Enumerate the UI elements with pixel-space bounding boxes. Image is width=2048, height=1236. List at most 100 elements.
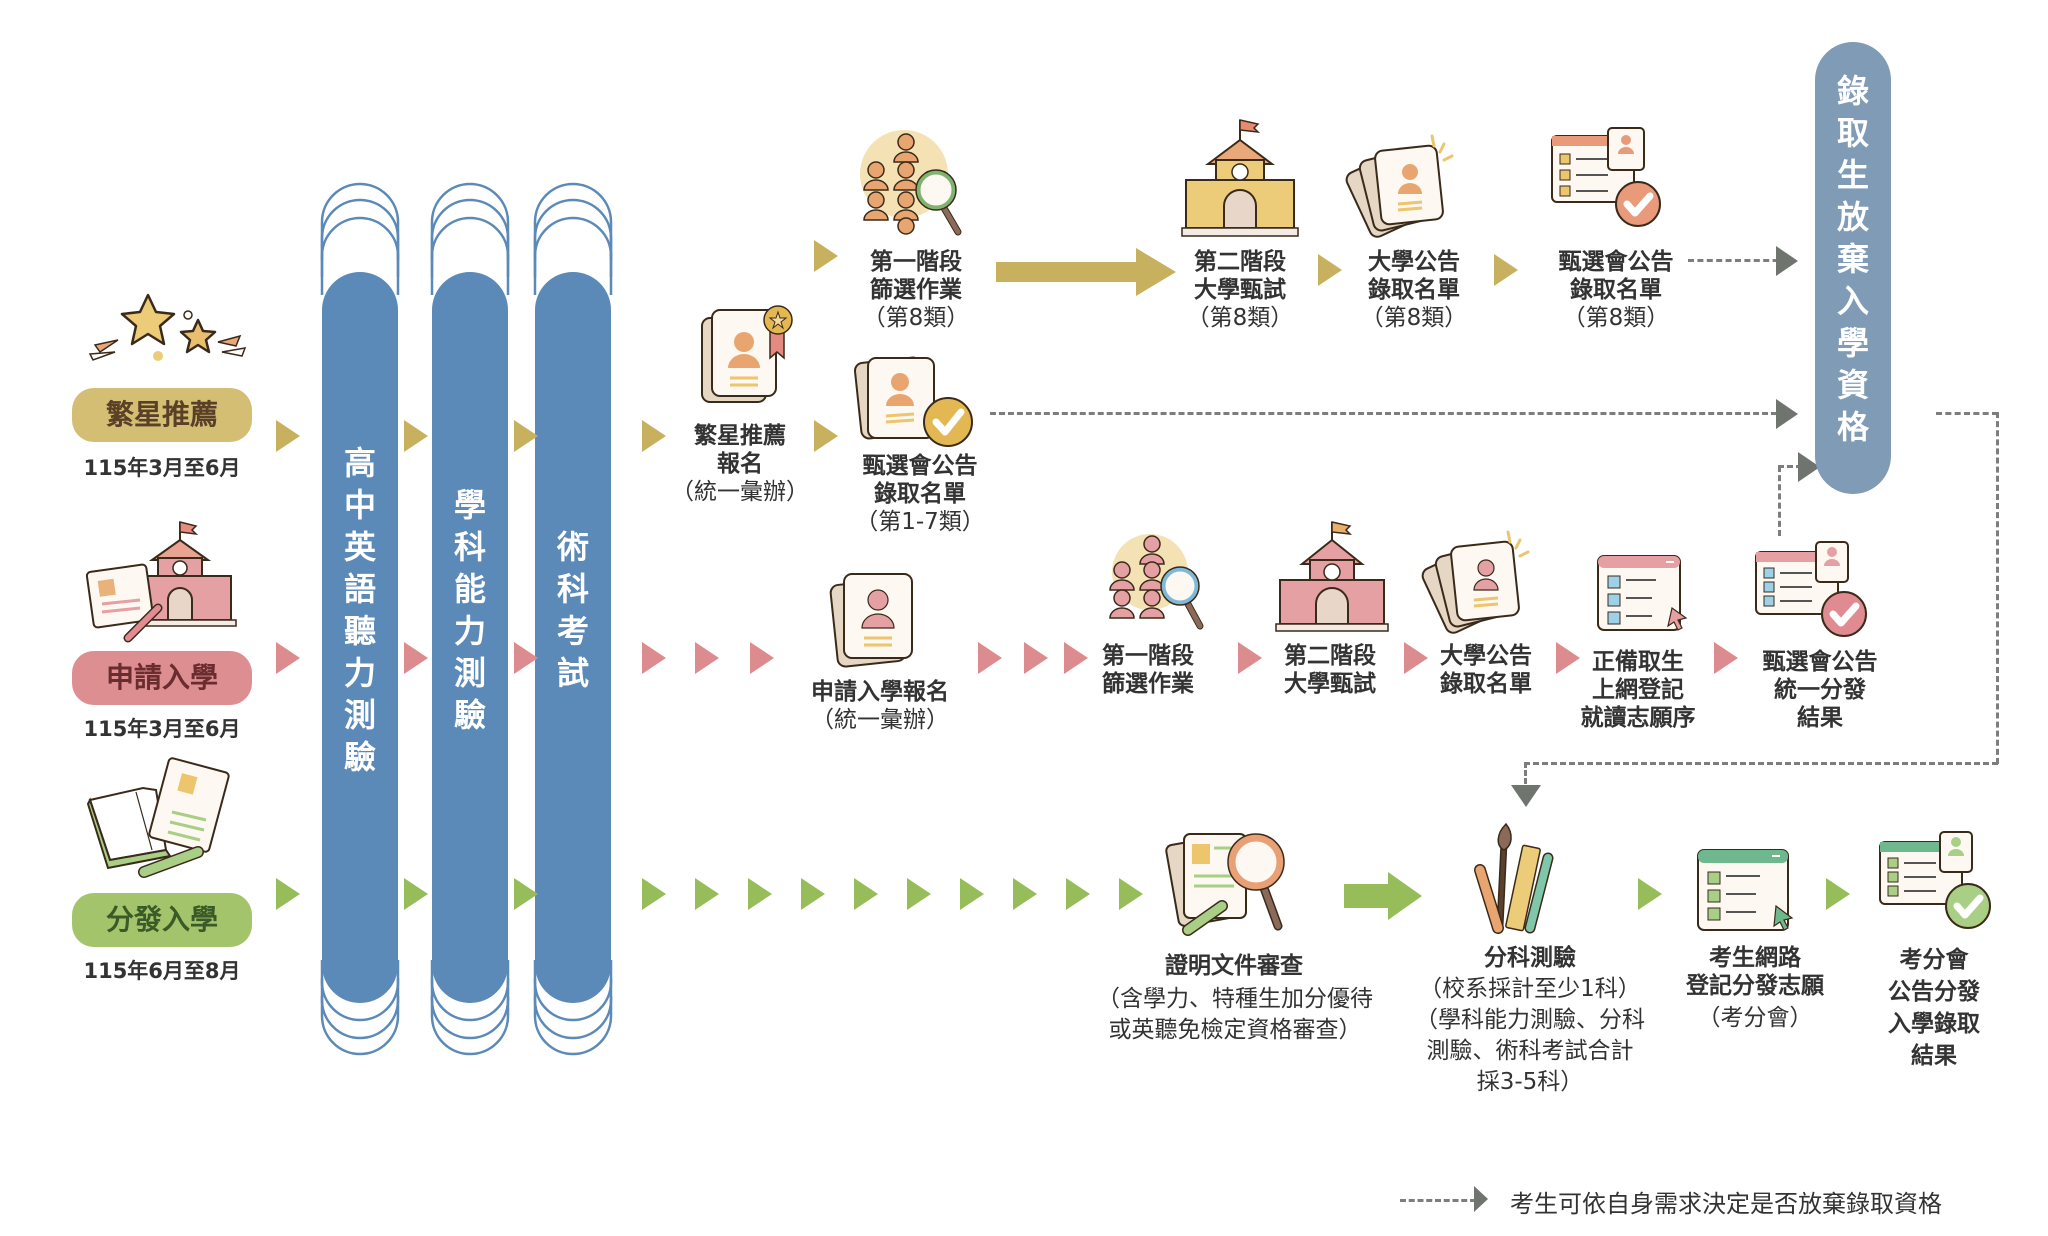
- arrow: [750, 642, 774, 674]
- arrow: [1064, 642, 1088, 674]
- waiver-dash-line: [990, 412, 1786, 415]
- pillar-arts-body: [535, 272, 611, 1003]
- screening-people-icon: [860, 130, 962, 236]
- arrow: [514, 878, 538, 910]
- pillar-char: 力: [453, 612, 486, 650]
- distribution-subject-test-note: （校系採計至少1科）（學科能力測驗、分科測驗、術科考試合計採3-5科）: [1415, 976, 1645, 1095]
- track-distribution-period: 115年6月至8月: [83, 959, 241, 983]
- arrow: [695, 878, 719, 910]
- waiver-arrow-down: [1511, 785, 1541, 807]
- pillar-english-listening-label: 高中英語聽力測驗: [322, 442, 398, 778]
- waiver-pill: [1815, 42, 1891, 494]
- pillar-char: 試: [556, 654, 589, 692]
- school-gold-icon: [1181, 119, 1299, 237]
- waiver-dash-line: [1996, 412, 1999, 764]
- distribution-doc-review-title: 證明文件審查: [1165, 953, 1303, 979]
- waiver-dash-line: [1936, 412, 1998, 415]
- pillar-arts-label: 術科考試: [535, 526, 611, 694]
- waiver-dash-line: [1688, 259, 1788, 262]
- waiver-char: 生: [1836, 156, 1869, 194]
- pillar-char: 語: [343, 570, 376, 608]
- star-stage1-label: 第一階段篩選作業（第8類）: [862, 249, 970, 331]
- arrow: [1714, 642, 1738, 674]
- star-council-announce-8-label: 甄選會公告錄取名單（第8類）: [1558, 249, 1674, 331]
- application-register-icon: [829, 573, 913, 668]
- announce-check-icon: [854, 356, 973, 447]
- arrow: [748, 878, 772, 910]
- document-review-icon: [1165, 833, 1285, 936]
- arrow: [814, 420, 838, 452]
- pillar-char: 測: [343, 696, 376, 734]
- arrow: [642, 420, 666, 452]
- pillar-char: 中: [343, 486, 376, 524]
- school-application-icon: [85, 521, 237, 643]
- arrow: [960, 878, 984, 910]
- arrow: [1013, 878, 1037, 910]
- waiver-char: 取: [1836, 114, 1869, 152]
- waiver-label: 錄取生放棄入學資格: [1815, 70, 1891, 448]
- waiver-char: 棄: [1836, 240, 1869, 278]
- arrow: [1318, 254, 1342, 286]
- waiver-char: 格: [1836, 408, 1869, 446]
- legend-text: 考生可依自身需求決定是否放棄錄取資格: [1510, 1190, 1942, 1218]
- arrow: [404, 642, 428, 674]
- application-univ-announce-label: 大學公告錄取名單: [1440, 643, 1532, 697]
- arrow: [907, 878, 931, 910]
- waiver-char: 資: [1836, 366, 1869, 404]
- waiver-arrow: [1776, 246, 1798, 276]
- arrow: [814, 240, 838, 272]
- arrow: [695, 642, 719, 674]
- pillar-char: 科: [556, 570, 589, 608]
- distribution-subject-test-title: 分科測驗: [1484, 945, 1576, 971]
- online-register-pink-icon: [1597, 555, 1688, 631]
- arrow: [1024, 642, 1048, 674]
- pillar-char: 驗: [453, 696, 486, 734]
- star-univ-announce-label: 大學公告錄取名單（第8類）: [1360, 249, 1468, 331]
- pillar-char: 科: [453, 528, 486, 566]
- arrow: [801, 878, 825, 910]
- announce-list-check-green-icon: [1879, 831, 1991, 929]
- star-council-announce-17-label: 甄選會公告錄取名單（第1-7類）: [855, 453, 985, 535]
- waiver-dash-line: [1524, 762, 1998, 765]
- arrow: [642, 642, 666, 674]
- arrow: [1638, 878, 1662, 910]
- admission-cards-icon: [1345, 134, 1454, 238]
- legend-arrow-icon: [1474, 1186, 1488, 1212]
- waiver-char: 錄: [1836, 72, 1869, 110]
- arrow: [854, 878, 878, 910]
- admission-cards-pink-icon: [1421, 530, 1530, 634]
- pillar-char: 考: [556, 612, 589, 650]
- pillar-char: 高: [343, 444, 376, 482]
- pillar-char: 力: [343, 654, 376, 692]
- application-council-result-label: 甄選會公告統一分發結果: [1762, 649, 1878, 731]
- arrow: [642, 878, 666, 910]
- screening-people-pink-icon: [1109, 534, 1204, 630]
- arrow: [1119, 878, 1143, 910]
- distribution-result-label: 考分會公告分發入學錄取結果: [1888, 947, 1980, 1069]
- arrow: [404, 878, 428, 910]
- waiver-arrow: [1798, 452, 1820, 482]
- arrow: [514, 642, 538, 674]
- waiver-arrow: [1776, 399, 1798, 429]
- waiver-dash-line: [1778, 466, 1781, 536]
- pillar-char: 聽: [343, 612, 376, 650]
- arrow: [1494, 254, 1518, 286]
- stationery-icon: [1474, 822, 1554, 934]
- waiver-char: 學: [1836, 324, 1869, 362]
- big-arrow-green: [1344, 872, 1422, 920]
- arrow: [978, 642, 1002, 674]
- announce-list-check-pink-icon: [1755, 541, 1867, 637]
- pillar-char: 能: [453, 570, 486, 608]
- announce-list-check-icon: [1551, 127, 1661, 227]
- arrow: [404, 420, 428, 452]
- star-register-icon: [701, 305, 793, 403]
- arrow: [1826, 878, 1850, 910]
- distribution-doc-review-note: （含學力、特種生加分優待或英聽免檢定資格審查）: [1097, 986, 1373, 1043]
- book-document-icon: [86, 757, 230, 878]
- pillar-english-listening-body: [322, 272, 398, 1003]
- track-star-recommendation-pill: 繁星推薦: [72, 388, 252, 442]
- big-arrow-gold: [996, 248, 1176, 296]
- pillar-char: 英: [343, 528, 376, 566]
- waiver-dash-line: [1524, 762, 1527, 784]
- arrow: [276, 878, 300, 910]
